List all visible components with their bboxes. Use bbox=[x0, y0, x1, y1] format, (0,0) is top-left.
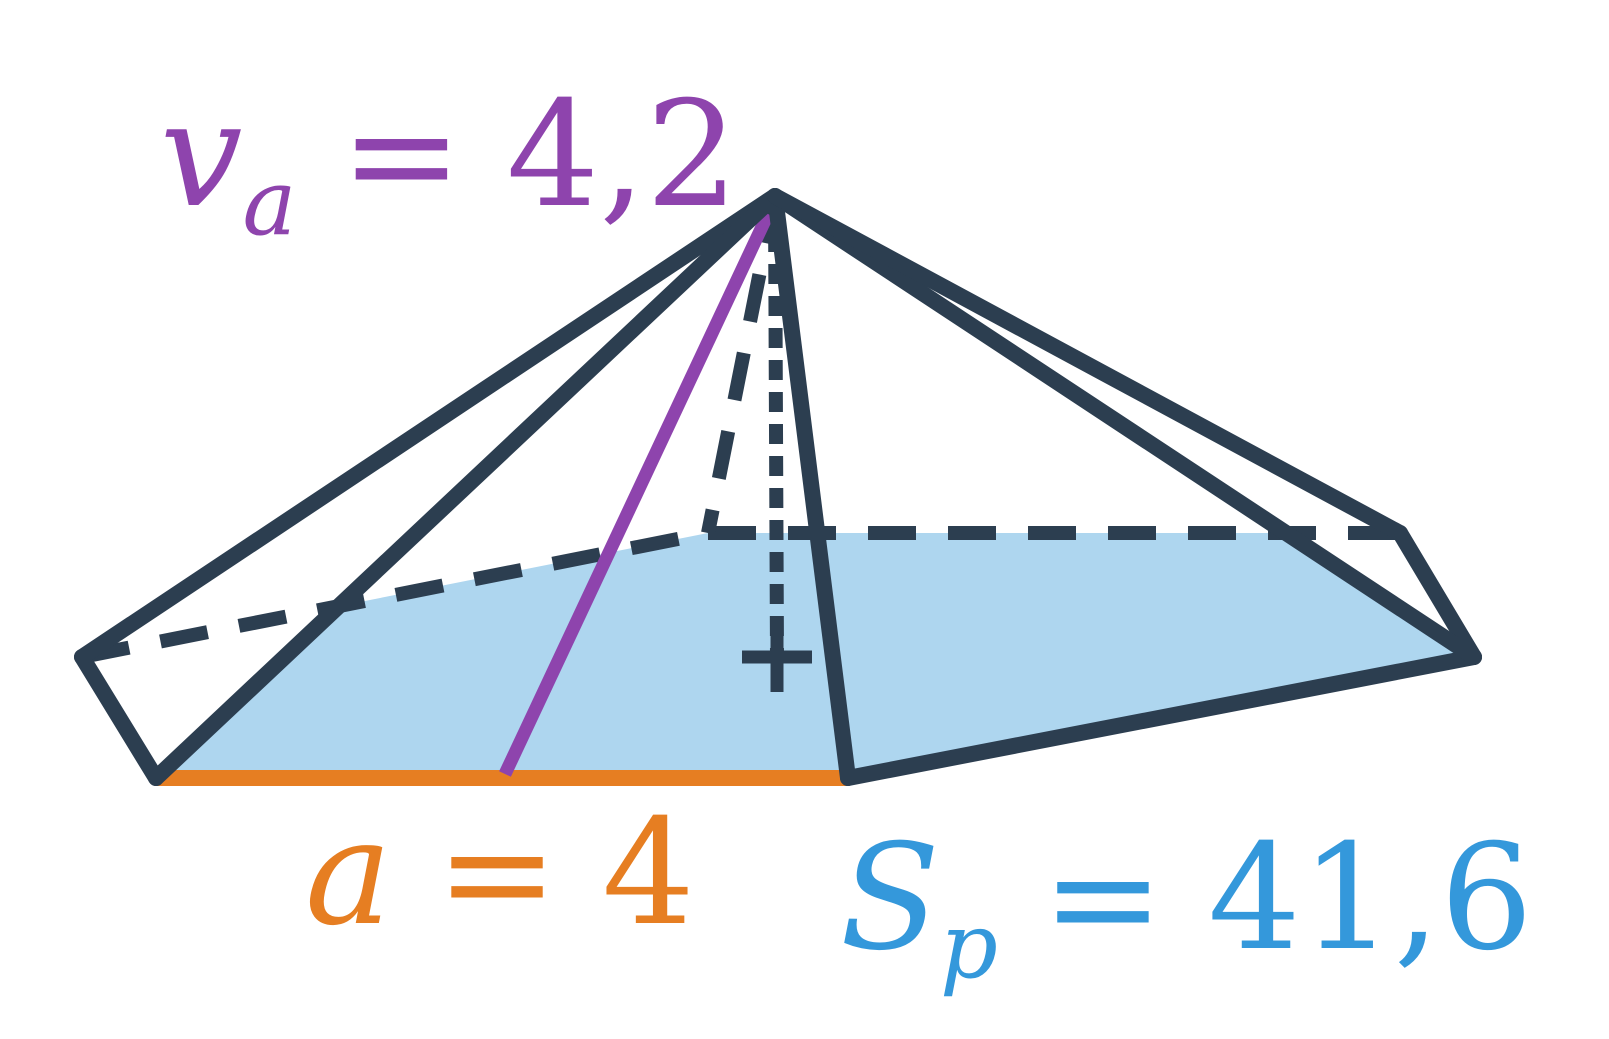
surface-area-equals: = bbox=[1041, 813, 1165, 983]
apothem-equals: = bbox=[340, 70, 463, 240]
pyramid-height bbox=[768, 199, 784, 658]
surface-area-symbol: S bbox=[840, 813, 941, 983]
base-edge-label: a=4 bbox=[305, 800, 695, 946]
base-edge-symbol: a bbox=[305, 788, 393, 958]
base-edge-front-right bbox=[840, 649, 1482, 786]
hidden-lateral-edge bbox=[701, 194, 782, 535]
apothem-value: 4,2 bbox=[506, 70, 739, 240]
apothem-line bbox=[499, 211, 774, 777]
hidden-base-edge-left bbox=[80, 526, 710, 664]
apothem-label: va=4,2 bbox=[160, 82, 739, 249]
lateral-edge-4 bbox=[767, 188, 1482, 665]
lateral-edge-1 bbox=[74, 188, 783, 665]
base-edge-right bbox=[1392, 525, 1482, 665]
lateral-edge-2 bbox=[148, 188, 783, 786]
surface-area-subscript: p bbox=[940, 893, 998, 999]
apothem-symbol: v bbox=[160, 70, 243, 240]
lateral-edge-5 bbox=[767, 188, 1408, 541]
lateral-edge-3 bbox=[767, 188, 856, 786]
base-edge-front-left bbox=[74, 649, 164, 786]
apothem-subscript: a bbox=[242, 150, 297, 256]
surface-area-label: Sp=41,6 bbox=[840, 825, 1533, 992]
left-lateral-face bbox=[82, 196, 775, 778]
base-edge-equals: = bbox=[435, 788, 559, 958]
surface-area-value: 41,6 bbox=[1207, 813, 1533, 983]
base-edge-value: 4 bbox=[601, 788, 695, 958]
